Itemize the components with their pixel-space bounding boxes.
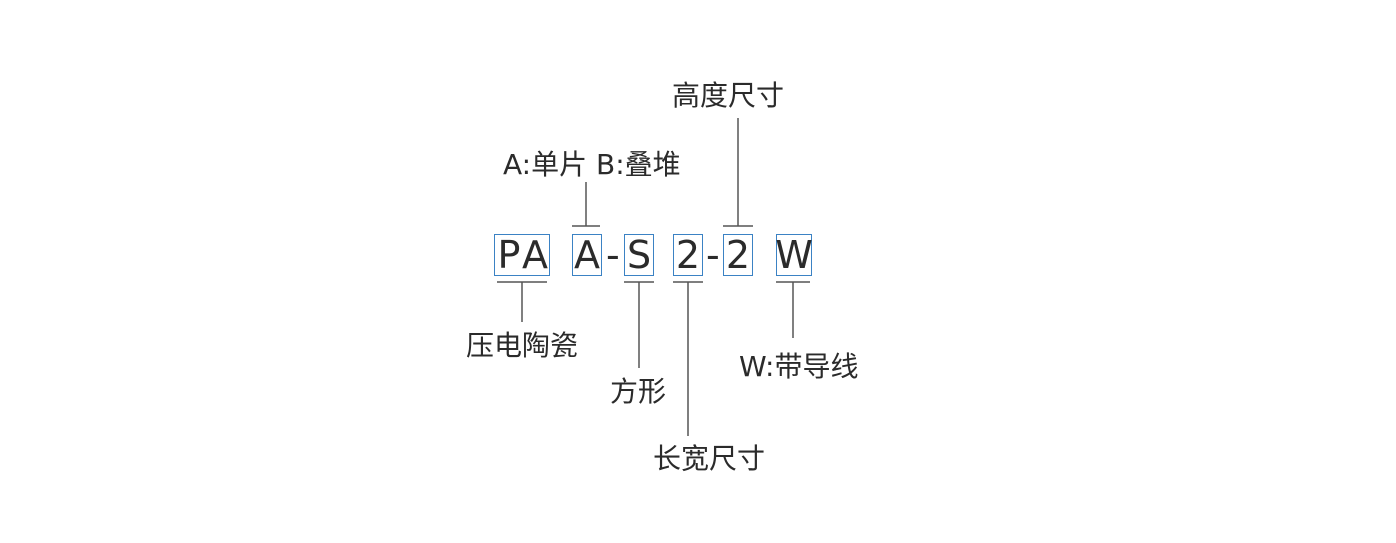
code-separator-1: - (606, 233, 620, 277)
label-square: 方形 (610, 375, 667, 408)
label-length-width-size: 长宽尺寸 (653, 442, 766, 475)
code-segment-pa: P A (494, 234, 550, 276)
code-char-p: P (497, 233, 521, 277)
code-segment-type: A (572, 234, 602, 276)
code-char-shape: S (626, 233, 652, 277)
code-char-type: A (574, 233, 600, 277)
code-char-a: A (522, 233, 548, 277)
code-char-height: 2 (725, 233, 751, 277)
label-with-leads: W:带导线 (739, 350, 859, 383)
code-segment-lead: W (775, 233, 813, 277)
code-segment-height: 2 (723, 234, 753, 276)
code-char-size: 2 (675, 233, 701, 277)
label-piezo-ceramic: 压电陶瓷 (466, 329, 579, 362)
code-separator-2: - (706, 233, 720, 277)
label-stack-type: A:单片 B:叠堆 (503, 148, 681, 181)
code-char-lead: W (775, 233, 813, 277)
label-height-size: 高度尺寸 (672, 79, 785, 112)
code-segment-size: 2 (673, 234, 703, 276)
code-segment-shape: S (624, 234, 654, 276)
